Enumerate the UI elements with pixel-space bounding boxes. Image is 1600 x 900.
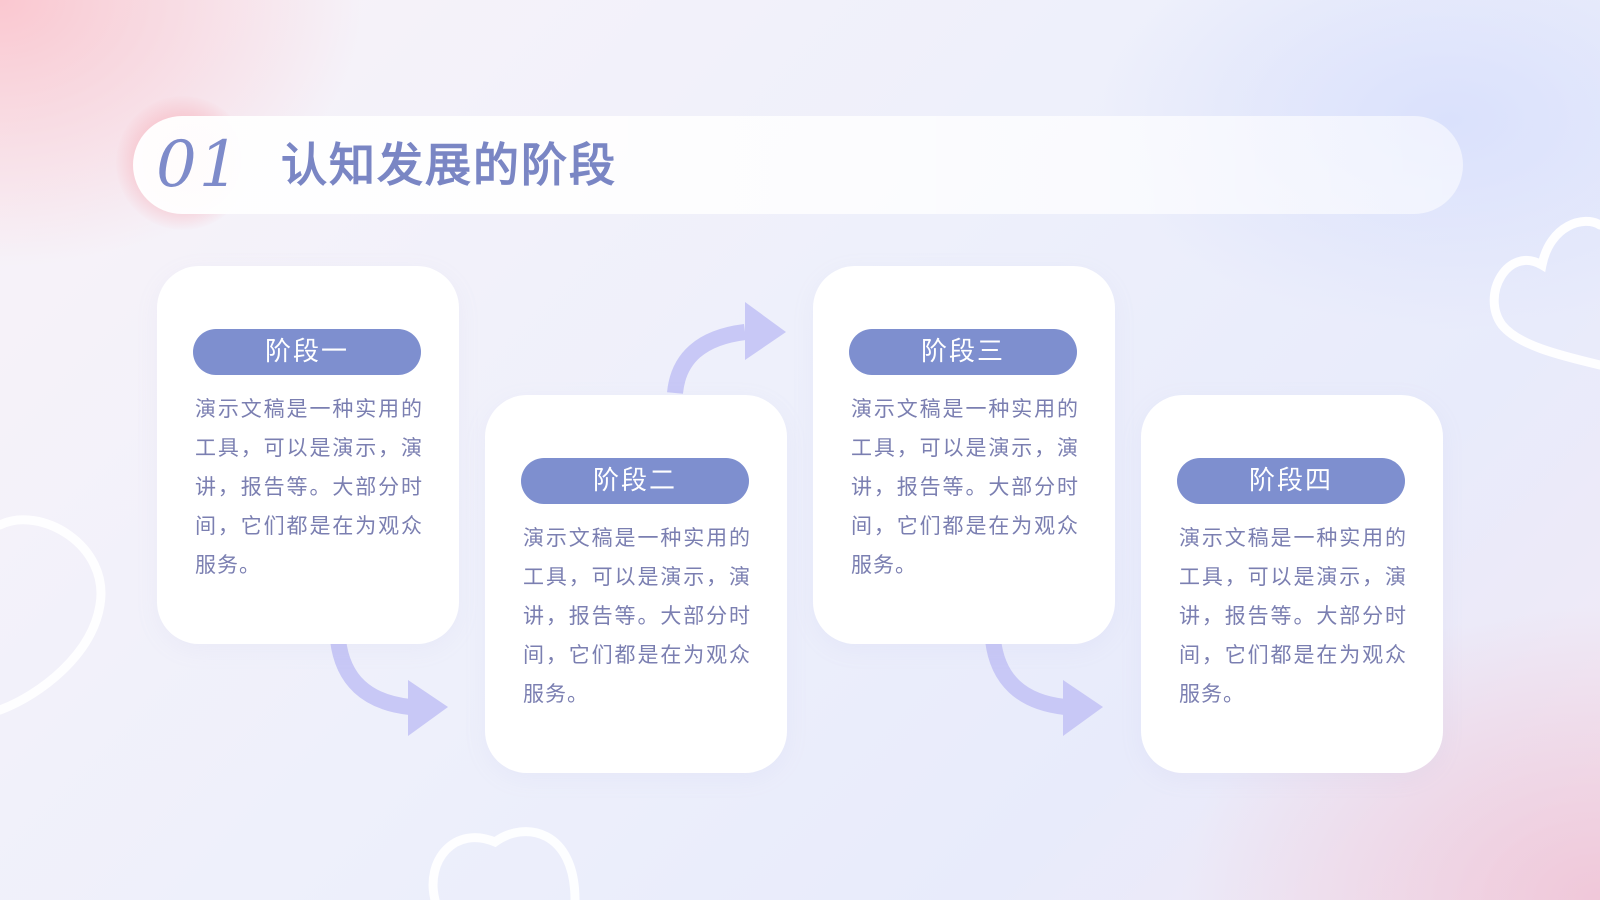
arrowhead-3 [1063, 680, 1103, 736]
stage-description: 演示文稿是一种实用的工具，可以是演示，演讲，报告等。大部分时间，它们都是在为观众… [195, 397, 423, 577]
stage-description: 演示文稿是一种实用的工具，可以是演示，演讲，报告等。大部分时间，它们都是在为观众… [1179, 526, 1407, 706]
arrowhead-2 [745, 302, 786, 360]
stage-card-3: 阶段三 演示文稿是一种实用的工具，可以是演示，演讲，报告等。大部分时间，它们都是… [813, 266, 1115, 644]
stage-card-1: 阶段一 演示文稿是一种实用的工具，可以是演示，演讲，报告等。大部分时间，它们都是… [157, 266, 459, 644]
curved-arrow-icon-2 [667, 324, 747, 395]
stage-description: 演示文稿是一种实用的工具，可以是演示，演讲，报告等。大部分时间，它们都是在为观众… [851, 397, 1079, 577]
curved-arrow-icon-1 [330, 638, 412, 715]
curved-arrow-icon-3 [985, 638, 1067, 715]
arrowhead-1 [408, 680, 448, 736]
page-title: 认知发展的阶段 [281, 138, 617, 192]
stage-label: 阶段四 [1177, 458, 1405, 504]
stage-label: 阶段一 [193, 329, 421, 375]
section-number: 01 [156, 128, 242, 202]
heart-outline-icon-bottom [428, 827, 580, 900]
stage-card-4: 阶段四 演示文稿是一种实用的工具，可以是演示，演讲，报告等。大部分时间，它们都是… [1141, 395, 1443, 773]
stage-label: 阶段三 [849, 329, 1077, 375]
heart-outline-icon-right [1489, 216, 1600, 370]
stage-description: 演示文稿是一种实用的工具，可以是演示，演讲，报告等。大部分时间，它们都是在为观众… [523, 526, 751, 706]
title-bar [133, 116, 1463, 214]
heart-outline-icon-left [0, 515, 106, 715]
stage-card-2: 阶段二 演示文稿是一种实用的工具，可以是演示，演讲，报告等。大部分时间，它们都是… [485, 395, 787, 773]
stage-label: 阶段二 [521, 458, 749, 504]
